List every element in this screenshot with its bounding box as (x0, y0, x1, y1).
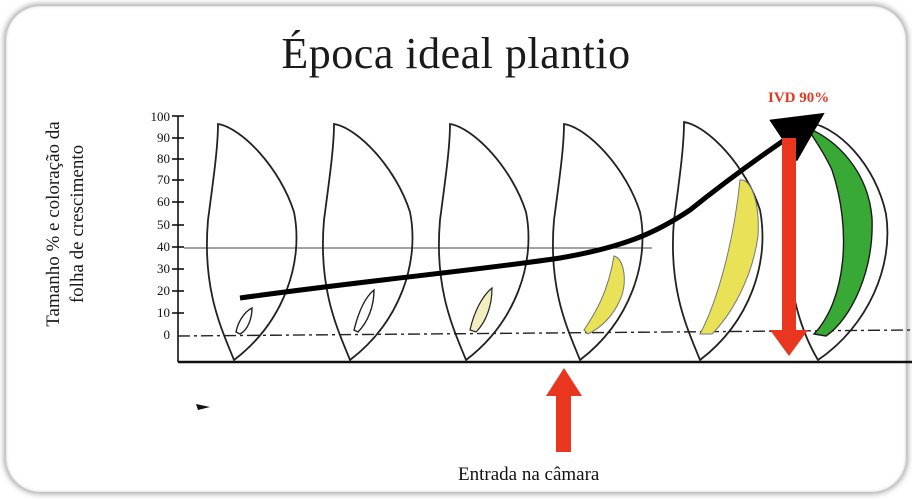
y-tick-70: 70 (157, 172, 170, 187)
leaf-outline-3 (438, 122, 530, 362)
y-tick-20: 20 (157, 283, 170, 298)
y-tick-0: 0 (163, 327, 171, 342)
y-tick-80: 80 (157, 151, 170, 166)
y-tick-40: 40 (157, 239, 170, 254)
entrada-arrow (546, 368, 582, 452)
ivd-arrow (770, 138, 808, 356)
y-tick-10: 10 (157, 305, 170, 320)
growth-shape-3 (469, 286, 493, 333)
ivd-label: IVD 90% (768, 90, 830, 106)
trend-arrow (239, 112, 825, 301)
zero-dashdot-line (177, 329, 912, 337)
leaf-outline-5 (672, 120, 764, 362)
y-tick-100: 100 (150, 109, 171, 124)
y-tick-60: 60 (157, 194, 170, 209)
growth-shape-1 (235, 306, 253, 335)
leaf-outline-4 (552, 122, 644, 362)
leaf-outline-1 (206, 122, 298, 362)
growth-shape-4 (583, 255, 625, 335)
entrada-label: Entrada na câmara (458, 464, 600, 485)
growth-shape-5 (699, 179, 759, 335)
growth-shape-2 (353, 288, 375, 333)
growth-shape-6 (806, 126, 873, 337)
y-tick-90: 90 (157, 130, 170, 145)
stray-mark (196, 404, 210, 410)
figure-title: Época ideal plantio (281, 29, 631, 78)
y-tick-30: 30 (157, 261, 170, 276)
leaf-outline-2 (322, 122, 414, 362)
y-tick-50: 50 (157, 217, 170, 232)
y-axis (172, 115, 184, 362)
